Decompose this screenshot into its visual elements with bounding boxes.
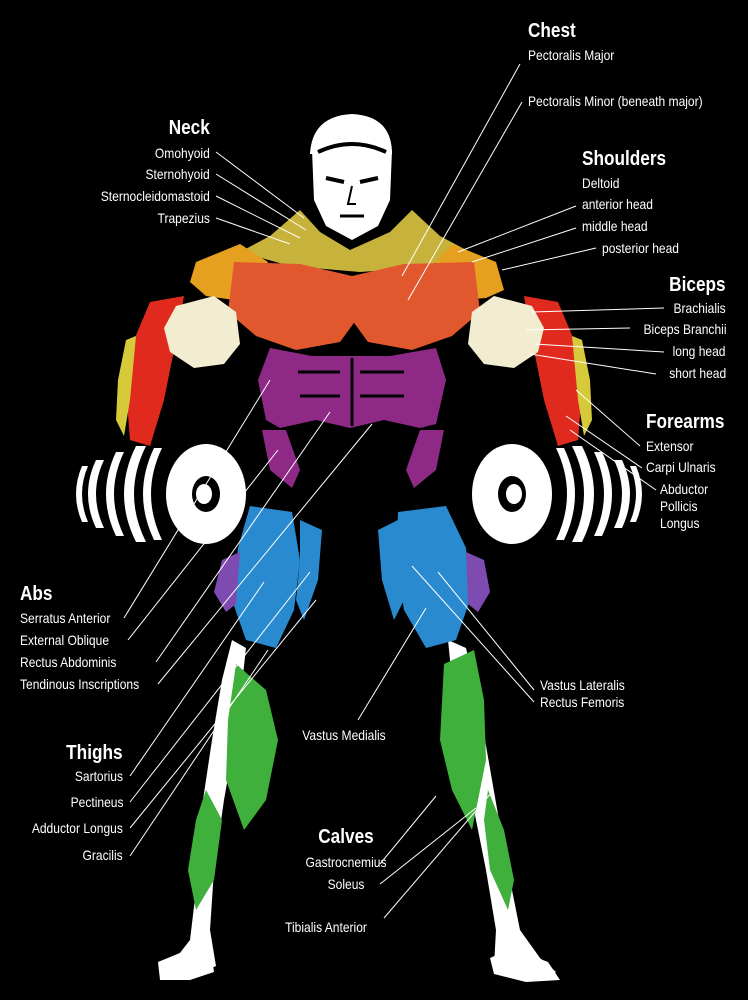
label-trapezius: Trapezius: [157, 210, 210, 226]
label-vastus-lateralis: Vastus Lateralis: [540, 677, 625, 693]
left-biceps: [164, 296, 240, 368]
right-thigh-outer-purple: [466, 552, 490, 612]
right-pec: [352, 262, 480, 350]
left-dumbbell: [76, 444, 246, 544]
chest-heading: Chest: [528, 20, 576, 42]
label-gastrocnemius: Gastrocnemius: [305, 854, 387, 870]
left-calf-lower: [188, 790, 222, 910]
label-pectoralis-minor: Pectoralis Minor (beneath major): [528, 93, 703, 109]
label-adductor-longus: Adductor Longus: [31, 820, 123, 836]
label-sternohyoid: Sternohyoid: [145, 166, 210, 182]
left-foot: [158, 948, 214, 980]
label-rectus-femoris: Rectus Femoris: [540, 694, 625, 710]
neck-heading: Neck: [168, 117, 210, 139]
label-pectoralis-major: Pectoralis Major: [528, 47, 615, 63]
left-oblique: [262, 430, 300, 488]
label-sartorius: Sartorius: [74, 768, 123, 784]
head-face: [312, 150, 392, 240]
label-sternocleidomastoid: Sternocleidomastoid: [100, 188, 210, 204]
label-tibialis-anterior: Tibialis Anterior: [285, 919, 367, 935]
left-thigh-outer-purple: [214, 552, 240, 612]
label-long-head: long head: [673, 343, 726, 359]
cap: [310, 114, 392, 154]
arms: [116, 296, 592, 446]
right-calf: [440, 650, 486, 830]
right-biceps: [468, 296, 544, 368]
abs-heading: Abs: [20, 583, 53, 605]
thighs-heading: Thighs: [66, 742, 123, 764]
leader-lines: [123, 63, 665, 919]
right-dumbbell: [472, 444, 642, 544]
calves-heading: Calves: [318, 826, 374, 848]
right-oblique: [406, 430, 444, 488]
label-anterior-head: anterior head: [582, 196, 653, 212]
label-serratus-anterior: Serratus Anterior: [20, 610, 111, 626]
label-pollicis: Pollicis: [660, 498, 698, 514]
label-abductor: Abductor: [660, 481, 709, 497]
head: [310, 114, 392, 240]
label-carpi-ulnaris: Carpi Ulnaris: [646, 459, 716, 475]
left-thigh-inner-blue: [296, 520, 322, 620]
label-gracilis: Gracilis: [82, 847, 123, 863]
label-tendinous-inscriptions: Tendinous Inscriptions: [20, 676, 140, 692]
label-vastus-medialis: Vastus Medialis: [302, 727, 386, 743]
label-external-oblique: External Oblique: [20, 632, 110, 648]
left-calf: [226, 664, 278, 830]
label-deltoid: Deltoid: [582, 175, 620, 191]
right-thigh-inner-blue: [378, 520, 404, 620]
label-rectus-abdominis: Rectus Abdominis: [20, 654, 117, 670]
label-pectineus: Pectineus: [70, 794, 123, 810]
label-posterior-head: posterior head: [602, 240, 679, 256]
right-calf-lower: [484, 790, 514, 910]
label-extensor: Extensor: [646, 438, 694, 454]
label-middle-head: middle head: [582, 218, 648, 234]
right-thigh-blue: [396, 506, 470, 648]
left-pec: [228, 262, 356, 350]
torso: [190, 210, 504, 488]
forearms-heading: Forearms: [646, 411, 725, 433]
left-forearm-yellow: [116, 336, 136, 436]
shoulders-heading: Shoulders: [582, 148, 667, 170]
legs: [158, 506, 560, 982]
label-short-head: short head: [669, 365, 726, 381]
label-soleus: Soleus: [327, 876, 365, 892]
label-longus: Longus: [660, 515, 700, 531]
label-omohyoid: Omohyoid: [155, 145, 210, 161]
right-foot: [490, 948, 560, 982]
label-brachialis: Brachialis: [673, 300, 726, 316]
left-thigh-blue: [232, 506, 300, 648]
biceps-heading: Biceps: [669, 274, 726, 296]
label-biceps-branchii: Biceps Branchii: [643, 321, 726, 337]
